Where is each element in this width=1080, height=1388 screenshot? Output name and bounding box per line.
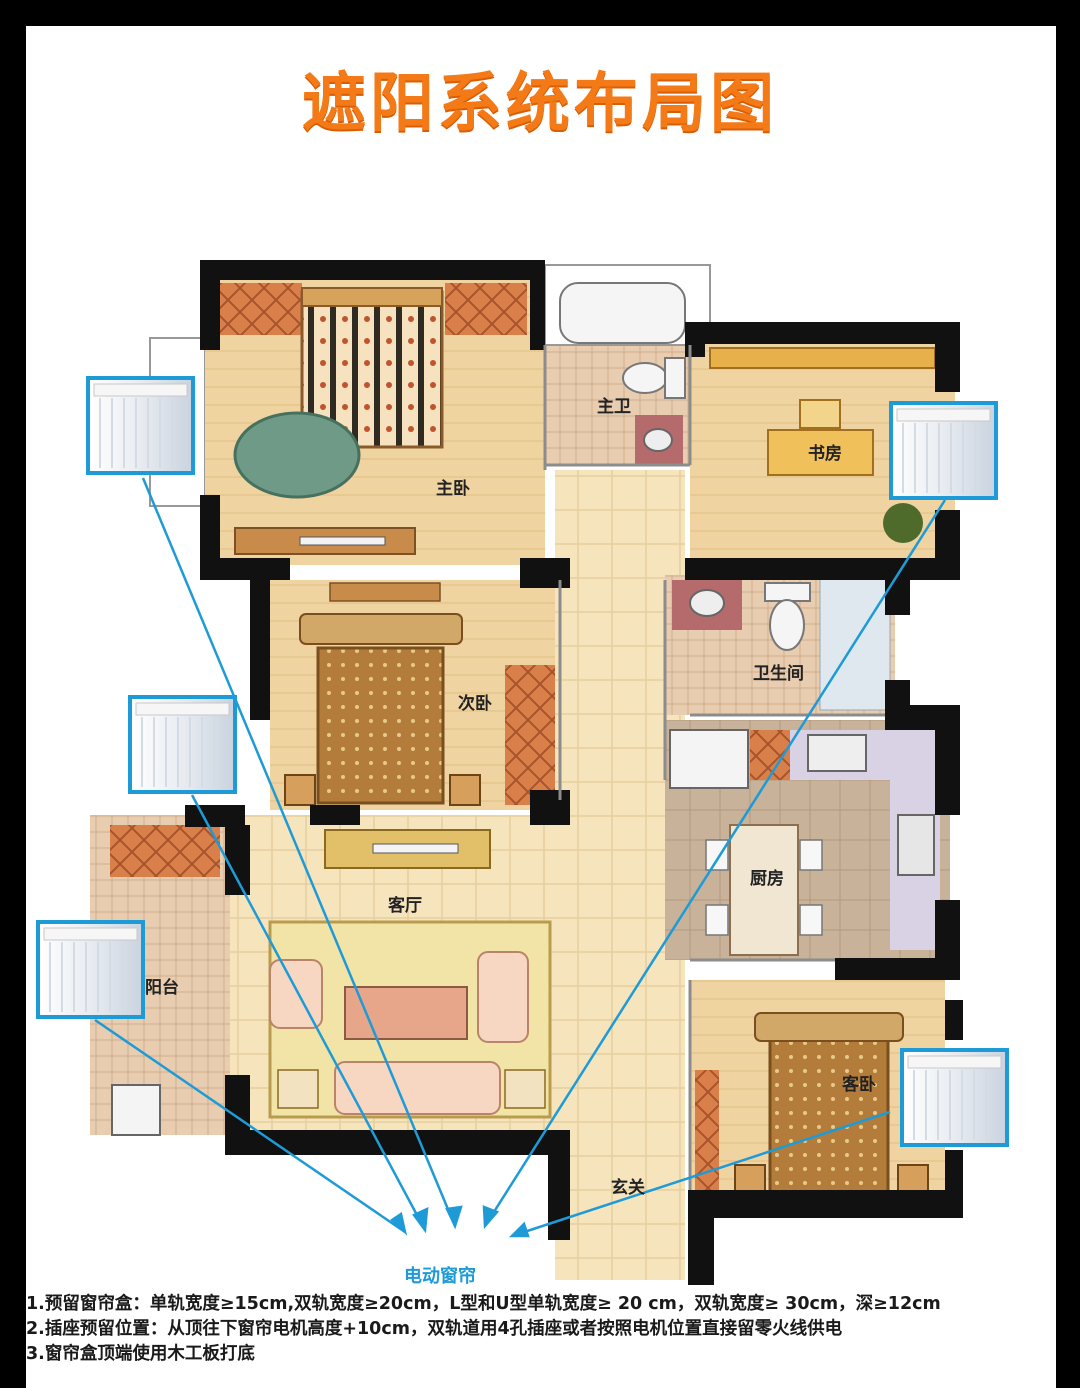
curtain-icon-guest-bedroom[interactable]: [900, 1048, 1009, 1147]
pointer-line-balcony: [94, 1018, 406, 1234]
pointer-line-second: [190, 794, 427, 1231]
curtain-icon-balcony[interactable]: [36, 920, 145, 1019]
arrowhead-second: [412, 1206, 429, 1234]
pointer-line-study: [483, 499, 947, 1227]
room-label-balcony: 阳台: [145, 977, 179, 998]
room-label-second-bedroom: 次卧: [458, 693, 492, 714]
motorized-curtain-label: 电动窗帘: [404, 1266, 476, 1287]
curtain-icon-master-bedroom[interactable]: [86, 376, 195, 475]
curtain-pointer-lines: [94, 477, 947, 1238]
room-label-guest-bedroom: 客卧: [841, 1074, 876, 1095]
room-label-master-bedroom: 主卧: [436, 478, 470, 499]
arrowhead-master: [445, 1205, 463, 1230]
room-label-master-bath: 主卫: [597, 396, 631, 417]
pointer-line-guest: [511, 1110, 891, 1238]
note-3: 3.窗帘盒顶端使用木工板打底: [26, 1344, 255, 1364]
notes: 1.预留窗帘盒：单轨宽度≥15cm,双轨宽度≥20cm，L型和U型单轨宽度≥ 2…: [26, 1292, 1080, 1367]
room-label-entrance: 玄关: [611, 1177, 645, 1198]
arrowhead-study: [482, 1205, 500, 1230]
room-label-living-room: 客厅: [387, 895, 422, 916]
arrowhead-balcony: [389, 1211, 408, 1236]
pointer-line-master: [141, 477, 457, 1227]
arrowhead-guest: [508, 1221, 530, 1238]
room-label-study: 书房: [808, 443, 842, 464]
curtain-icon-study[interactable]: [889, 401, 998, 500]
page-title: 遮阳系统布局图: [302, 67, 778, 141]
curtain-icon-second-bedroom[interactable]: [128, 695, 237, 794]
note-1: 1.预留窗帘盒：单轨宽度≥15cm,双轨宽度≥20cm，L型和U型单轨宽度≥ 2…: [26, 1294, 941, 1314]
room-label-bathroom: 卫生间: [753, 663, 804, 684]
room-label-kitchen: 厨房: [750, 868, 784, 889]
note-2: 2.插座预留位置：从顶往下窗帘电机高度+10cm，双轨道用4孔插座或者按照电机位…: [26, 1319, 843, 1339]
